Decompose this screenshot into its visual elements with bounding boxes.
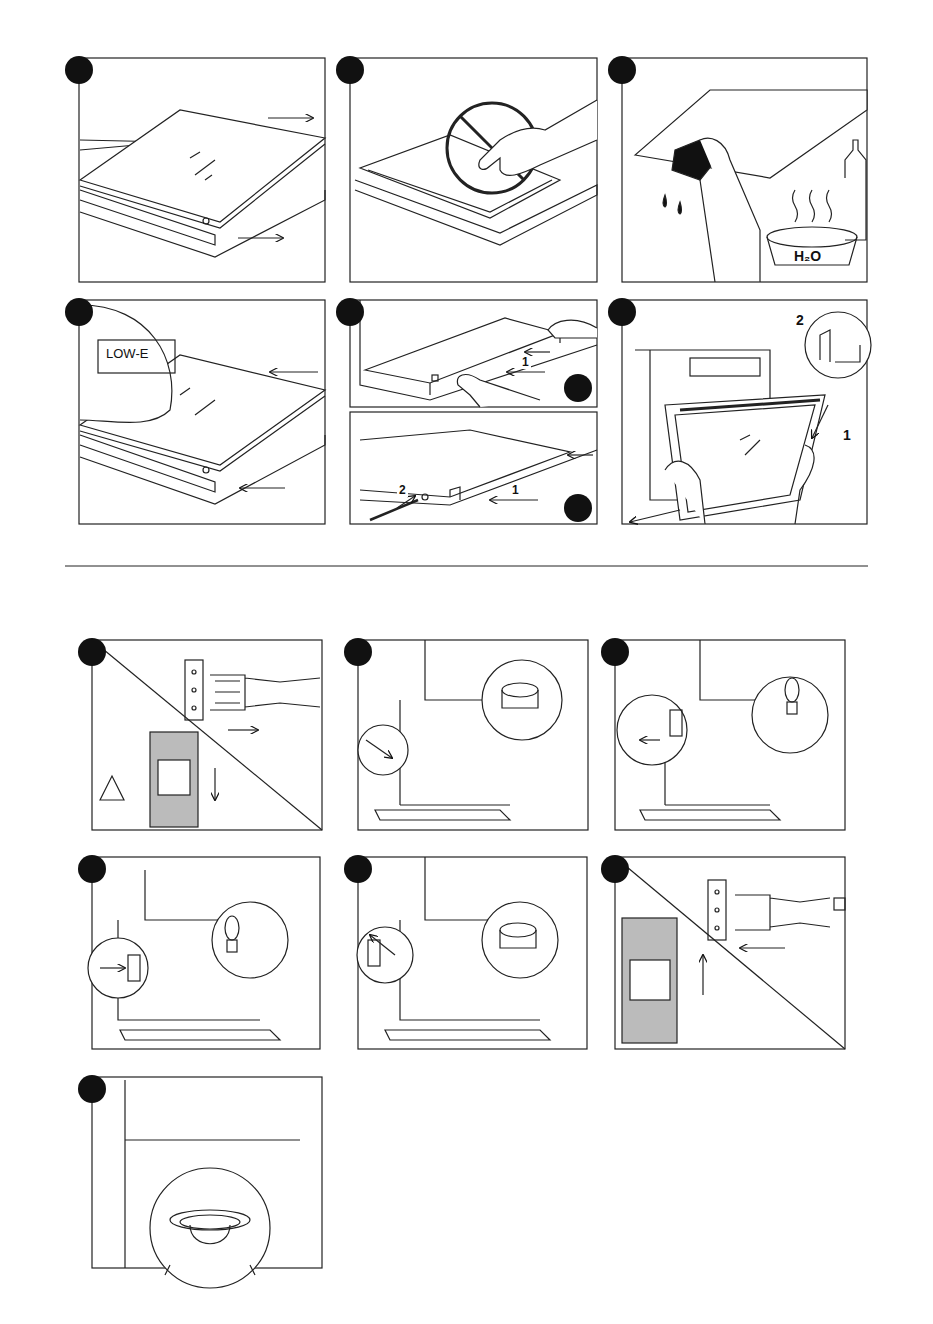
step-number: 1 xyxy=(520,356,531,369)
step-number: 1 xyxy=(841,428,853,443)
water-label: H₂O xyxy=(792,249,823,264)
glass-marking: LOW-E xyxy=(104,347,150,361)
step-number: 2 xyxy=(794,313,806,328)
step-number: 2 xyxy=(397,484,408,497)
step-number: 1 xyxy=(510,484,521,497)
